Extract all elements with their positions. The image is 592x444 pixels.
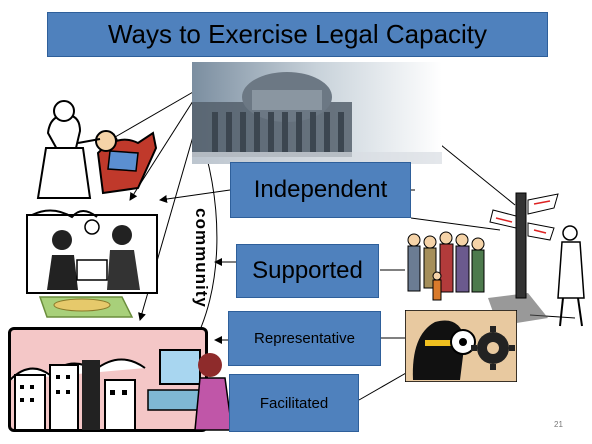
signpost-man-icon (488, 192, 585, 327)
dentist-icon (36, 100, 158, 199)
facilitated-box: Facilitated (229, 374, 359, 432)
bank-teller-icon (26, 209, 158, 318)
community-label: community (192, 208, 211, 308)
supported-box: Supported (236, 244, 379, 298)
title-box: Ways to Exercise Legal Capacity (47, 12, 548, 57)
community-label-wrap: community (186, 193, 216, 323)
capitol-building-icon (192, 62, 442, 164)
independent-box: Independent (230, 162, 411, 218)
page-number: 21 (554, 420, 563, 429)
city-skyline-icon (10, 349, 233, 431)
head-gears-icon (405, 310, 517, 382)
representative-box: Representative (228, 311, 381, 366)
page-title: Ways to Exercise Legal Capacity (107, 19, 488, 49)
family-group-icon (407, 231, 485, 301)
